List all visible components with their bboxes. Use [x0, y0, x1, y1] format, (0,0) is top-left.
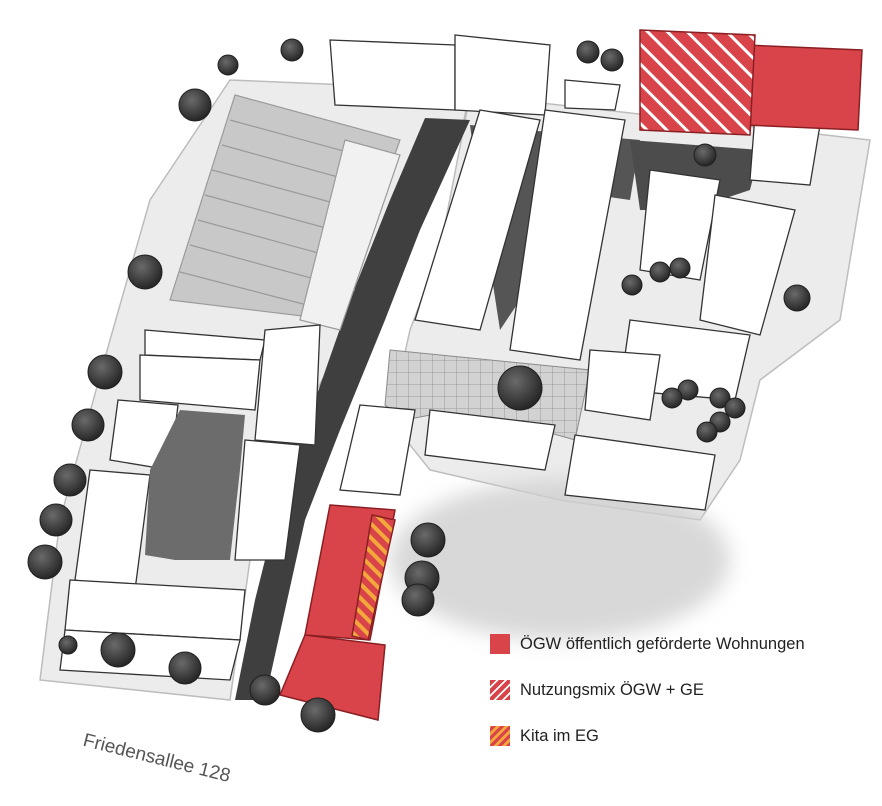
legend-swatch-hatch — [490, 680, 510, 700]
legend-label: Nutzungsmix ÖGW + GE — [520, 680, 704, 699]
west-courtyard — [145, 410, 245, 560]
legend-swatch-stripes — [490, 726, 510, 746]
map-legend: ÖGW öffentlich geförderte Wohnungen Nutz… — [490, 632, 870, 770]
legend-item-mix: Nutzungsmix ÖGW + GE — [490, 678, 870, 702]
oegw-buildings — [278, 29, 863, 721]
existing-hall — [169, 94, 401, 331]
legend-item-oegw: ÖGW öffentlich geförderte Wohnungen — [490, 632, 870, 656]
trees — [27, 38, 811, 733]
legend-label: ÖGW öffentlich geförderte Wohnungen — [520, 634, 805, 653]
legend-item-kita: Kita im EG — [490, 724, 870, 748]
legend-label: Kita im EG — [520, 726, 599, 745]
legend-swatch-solid-red — [490, 634, 510, 654]
north-buildings — [329, 34, 821, 511]
